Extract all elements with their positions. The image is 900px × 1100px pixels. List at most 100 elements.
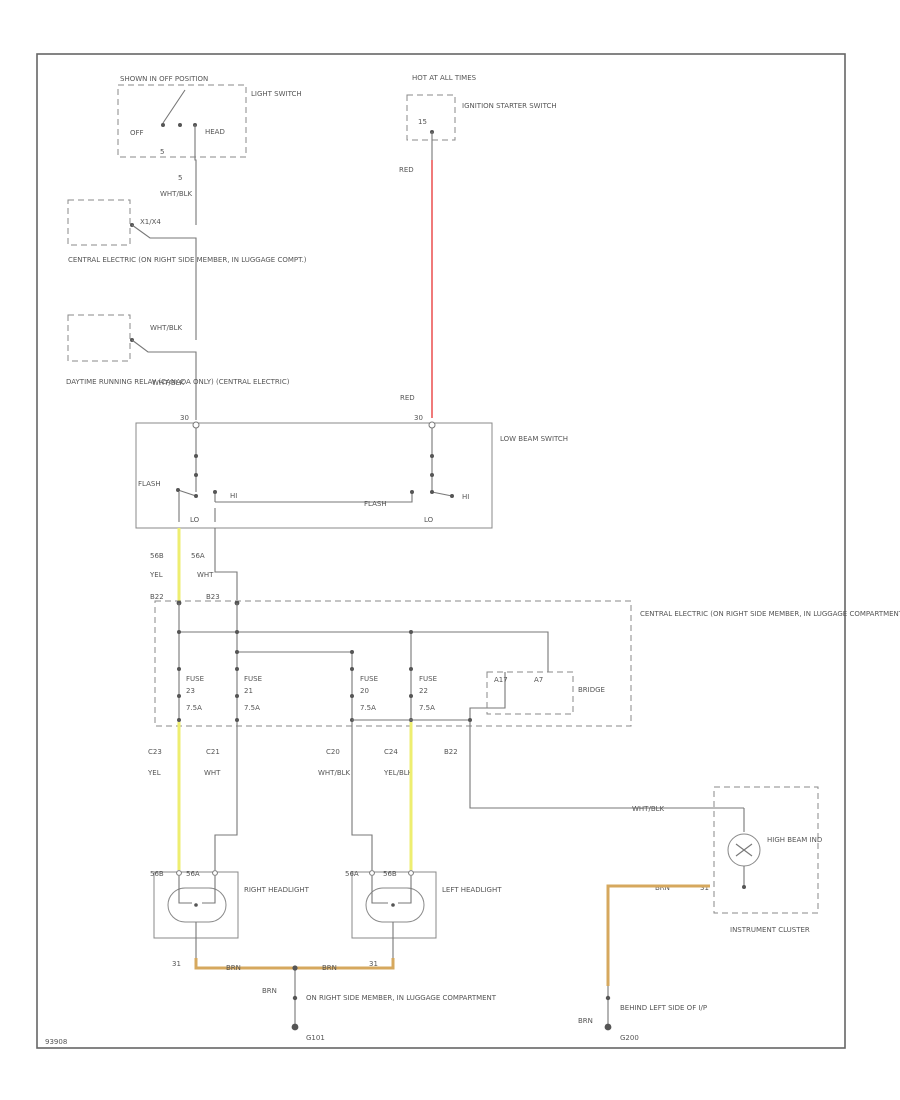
ground-2-id: G200 [620,1034,639,1042]
left-headlight-box [351,871,437,939]
left-headlight-pin-1: 56A [345,870,359,878]
high-beam-lamp-filament-2 [735,843,753,857]
right-headlight-ground-pin: 31 [172,960,181,968]
left-headlight-filament-a [371,876,388,904]
left-headlight-common [391,903,395,907]
bridge-pin-1: A17 [494,676,508,684]
fuse-out-color-3: WHT/BLK [318,769,351,777]
ground-2-node [605,995,611,1001]
fuse-20-label: FUSE [360,675,378,683]
central-electric-top-pin: X1/X4 [140,218,161,226]
low-beam-switch-box [135,422,493,529]
fuse-bus-node-3 [409,630,413,634]
light-switch-contact-mid [178,123,182,127]
ground-1-node [292,995,298,1001]
low-beam-hi-bus [215,492,413,503]
fuse-22-number: 22 [419,687,428,695]
low-beam-contact-flash-right [410,490,414,494]
left-headlight-pin-2: 56B [383,870,397,878]
right-headlight: 56B 56A RIGHT HEADLIGHT [150,870,310,960]
diagram-frame [36,53,846,1049]
right-headlight-pin-2: 56A [186,870,200,878]
ground-2-wire-label: BRN [578,1017,593,1025]
central-electric-top-label: CENTRAL ELECTRIC (ON RIGHT SIDE MEMBER, … [68,256,307,264]
fuse-out-color-2: WHT [204,769,221,777]
light-switch-box [117,84,247,158]
fuse-out-pin-5: B22 [444,748,458,756]
ground-1-id: G101 [306,1034,325,1042]
fuse-22-bottom [409,694,413,698]
low-beam-contact-flash-left [176,488,180,492]
fuse-out-pin-4: C24 [384,748,398,756]
low-beam-flash-right: FLASH [364,500,387,508]
wire-whtblk-to-left-headlight [351,722,373,870]
wire-light-switch-out [194,125,197,225]
wire-wht-56a [214,528,238,600]
ground-1-wire-label: BRN [262,987,277,995]
low-beam-contact-hi-right [450,494,454,498]
headlight-ground: 31 31 BRN BRN BRN ON RIGHT SIDE MEMBER, … [172,958,497,1042]
fuse-out-color-4: YEL/BLK [383,769,413,777]
fuse-20-rating: 7.5A [360,704,376,712]
light-switch-blade [162,89,186,124]
right-headlight-lamp [167,887,227,923]
cluster-ground-pin: 31 [700,884,709,892]
fuse-20-number: 20 [360,687,369,695]
cluster-ground-wire-color: BRN [655,884,670,892]
ground-2-label: BEHIND LEFT SIDE OF I/P [620,1004,707,1012]
low-beam-lo-right: LO [424,516,434,524]
low-beam-switch-label: LOW BEAM SWITCH [500,435,568,443]
light-switch-contact-off [161,123,165,127]
ignition-switch: HOT AT ALL TIMES IGNITION STARTER SWITCH… [399,74,557,418]
bridge-label: BRIDGE [578,686,605,694]
fuse-bus-node-2 [235,630,239,634]
ground-wire-label-right: BRN [322,964,337,972]
right-headlight-common [194,903,198,907]
fuse-bus-node-1 [177,630,181,634]
cluster-ground-terminal [742,885,746,889]
ground-wire-label-left: BRN [226,964,241,972]
diagram-code: 93908 [45,1038,67,1046]
fuse-block-box [154,600,632,727]
fuse-block-pin-left: B22 [150,593,164,601]
fuse-block-label: CENTRAL ELECTRIC (ON RIGHT SIDE MEMBER, … [640,610,900,618]
low-beam-node-l2 [194,473,198,477]
fuse-23-label: FUSE [186,675,204,683]
fuse-block-pin-right: B23 [206,593,220,601]
fuse-21-rating: 7.5A [244,704,260,712]
right-headlight-pin-2-terminal [212,870,218,876]
fuse-bus-horizontal-1 [179,631,549,672]
low-beam-right-wire-color: RED [400,394,415,402]
light-switch-label: LIGHT SWITCH [251,90,302,98]
fuse-out-node-2 [235,718,239,722]
fuse-21-label: FUSE [244,675,262,683]
fuse-22-label: FUSE [419,675,437,683]
fuse-22-rating: 7.5A [419,704,435,712]
left-headlight-label: LEFT HEADLIGHT [442,886,502,894]
wire-brn-cluster-ground [606,884,710,986]
fuse-23-rating: 7.5A [186,704,202,712]
ground-1-splice [292,965,298,971]
right-headlight-filament-b [202,876,216,904]
instrument-cluster: HIGH BEAM IND INSTRUMENT CLUSTER 31 BRN [655,786,822,934]
low-beam-pin-right-terminal [428,421,436,429]
central-electric-top: X1/X4 CENTRAL ELECTRIC (ON RIGHT SIDE ME… [67,199,307,340]
central-electric-top-box [67,199,131,246]
output-right-color: WHT [197,571,214,579]
low-beam-lo-left: LO [190,516,200,524]
light-switch-wire-color: WHT/BLK [160,190,193,198]
fuse-out-pin-2: C21 [206,748,220,756]
ignition-pin-label: 15 [418,118,427,126]
ignition-wire-color: RED [399,166,414,174]
high-beam-indicator-label: HIGH BEAM IND [767,836,822,844]
low-beam-node-r2 [430,473,434,477]
ground-1-symbol [291,1023,299,1031]
light-switch-off-label: OFF [130,129,144,137]
low-beam-output-wires: 56B 56A YEL WHT [149,528,238,603]
wire-wht-to-right-headlight [214,722,238,870]
low-beam-hi-left: HI [230,492,237,500]
headlight-feed-wires: WHT/BLK [177,722,714,870]
fuse-23-top [177,667,181,671]
bridge-pin-2: A7 [534,676,543,684]
